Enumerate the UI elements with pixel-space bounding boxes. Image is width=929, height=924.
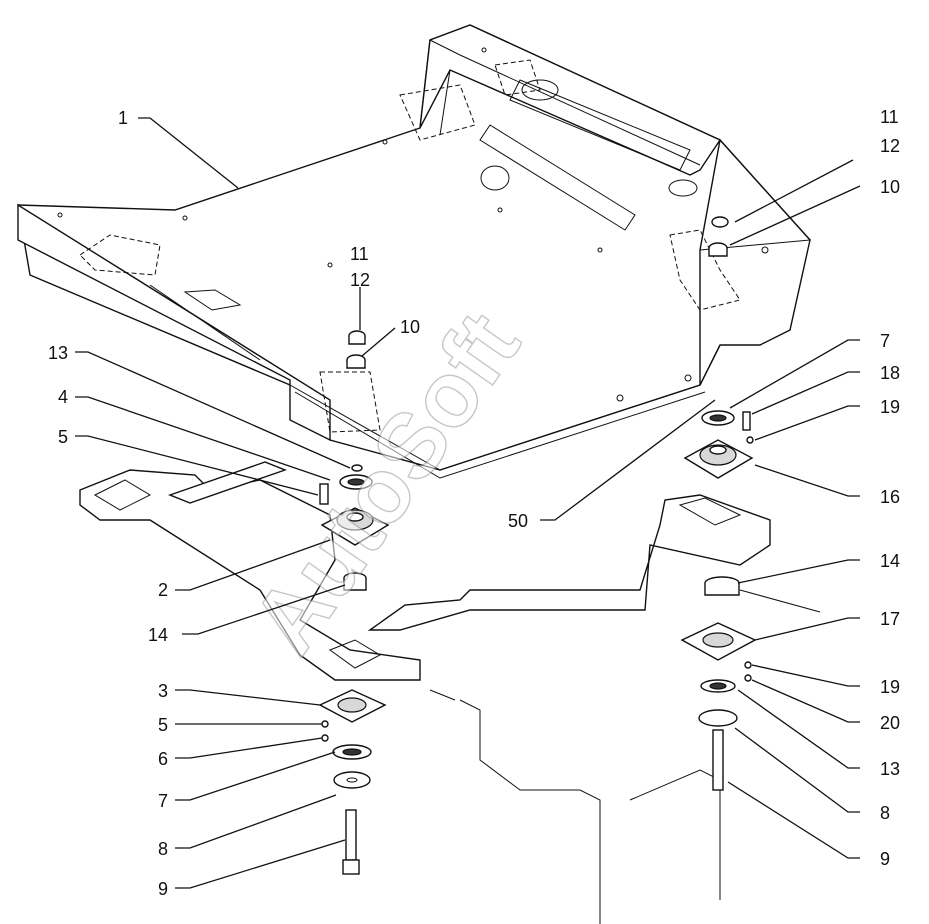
callout-9: 9 [880,849,890,869]
callout-12: 12 [880,136,900,156]
callout-50: 50 [508,511,528,531]
callout-10: 10 [400,317,420,337]
callout-7: 7 [158,791,168,811]
left-isolator-stack [318,464,390,875]
callout-18: 18 [880,363,900,383]
right-isolator-stack [680,410,821,791]
callout-11: 11 [350,244,369,264]
callout-11: 11 [880,107,899,127]
callout-19: 19 [880,397,900,417]
left-mount-rail [79,461,771,924]
callout-13: 13 [48,343,68,363]
callout-8: 8 [158,839,168,859]
callout-numbers: 1 11 12 10 11 12 10 13 4 5 50 2 14 3 5 6… [48,107,900,899]
callout-16: 16 [880,487,900,507]
callout-7: 7 [880,331,890,351]
callout-12: 12 [350,270,370,290]
callout-14: 14 [148,625,168,645]
callout-3: 3 [158,681,168,701]
callout-10: 10 [880,177,900,197]
leader-lines [75,117,861,889]
callout-14: 14 [880,551,900,571]
deck-frame [17,24,811,479]
callout-5: 5 [158,715,168,735]
callout-6: 6 [158,749,168,769]
callout-13: 13 [880,759,900,779]
callout-2: 2 [158,580,168,600]
callout-8: 8 [880,803,890,823]
callout-5: 5 [58,427,68,447]
callout-1: 1 [118,108,128,128]
callout-4: 4 [58,387,68,407]
callout-9: 9 [158,879,168,899]
callout-19: 19 [880,677,900,697]
callout-20: 20 [880,713,900,733]
callout-17: 17 [880,609,900,629]
deck-fasteners [346,216,729,369]
